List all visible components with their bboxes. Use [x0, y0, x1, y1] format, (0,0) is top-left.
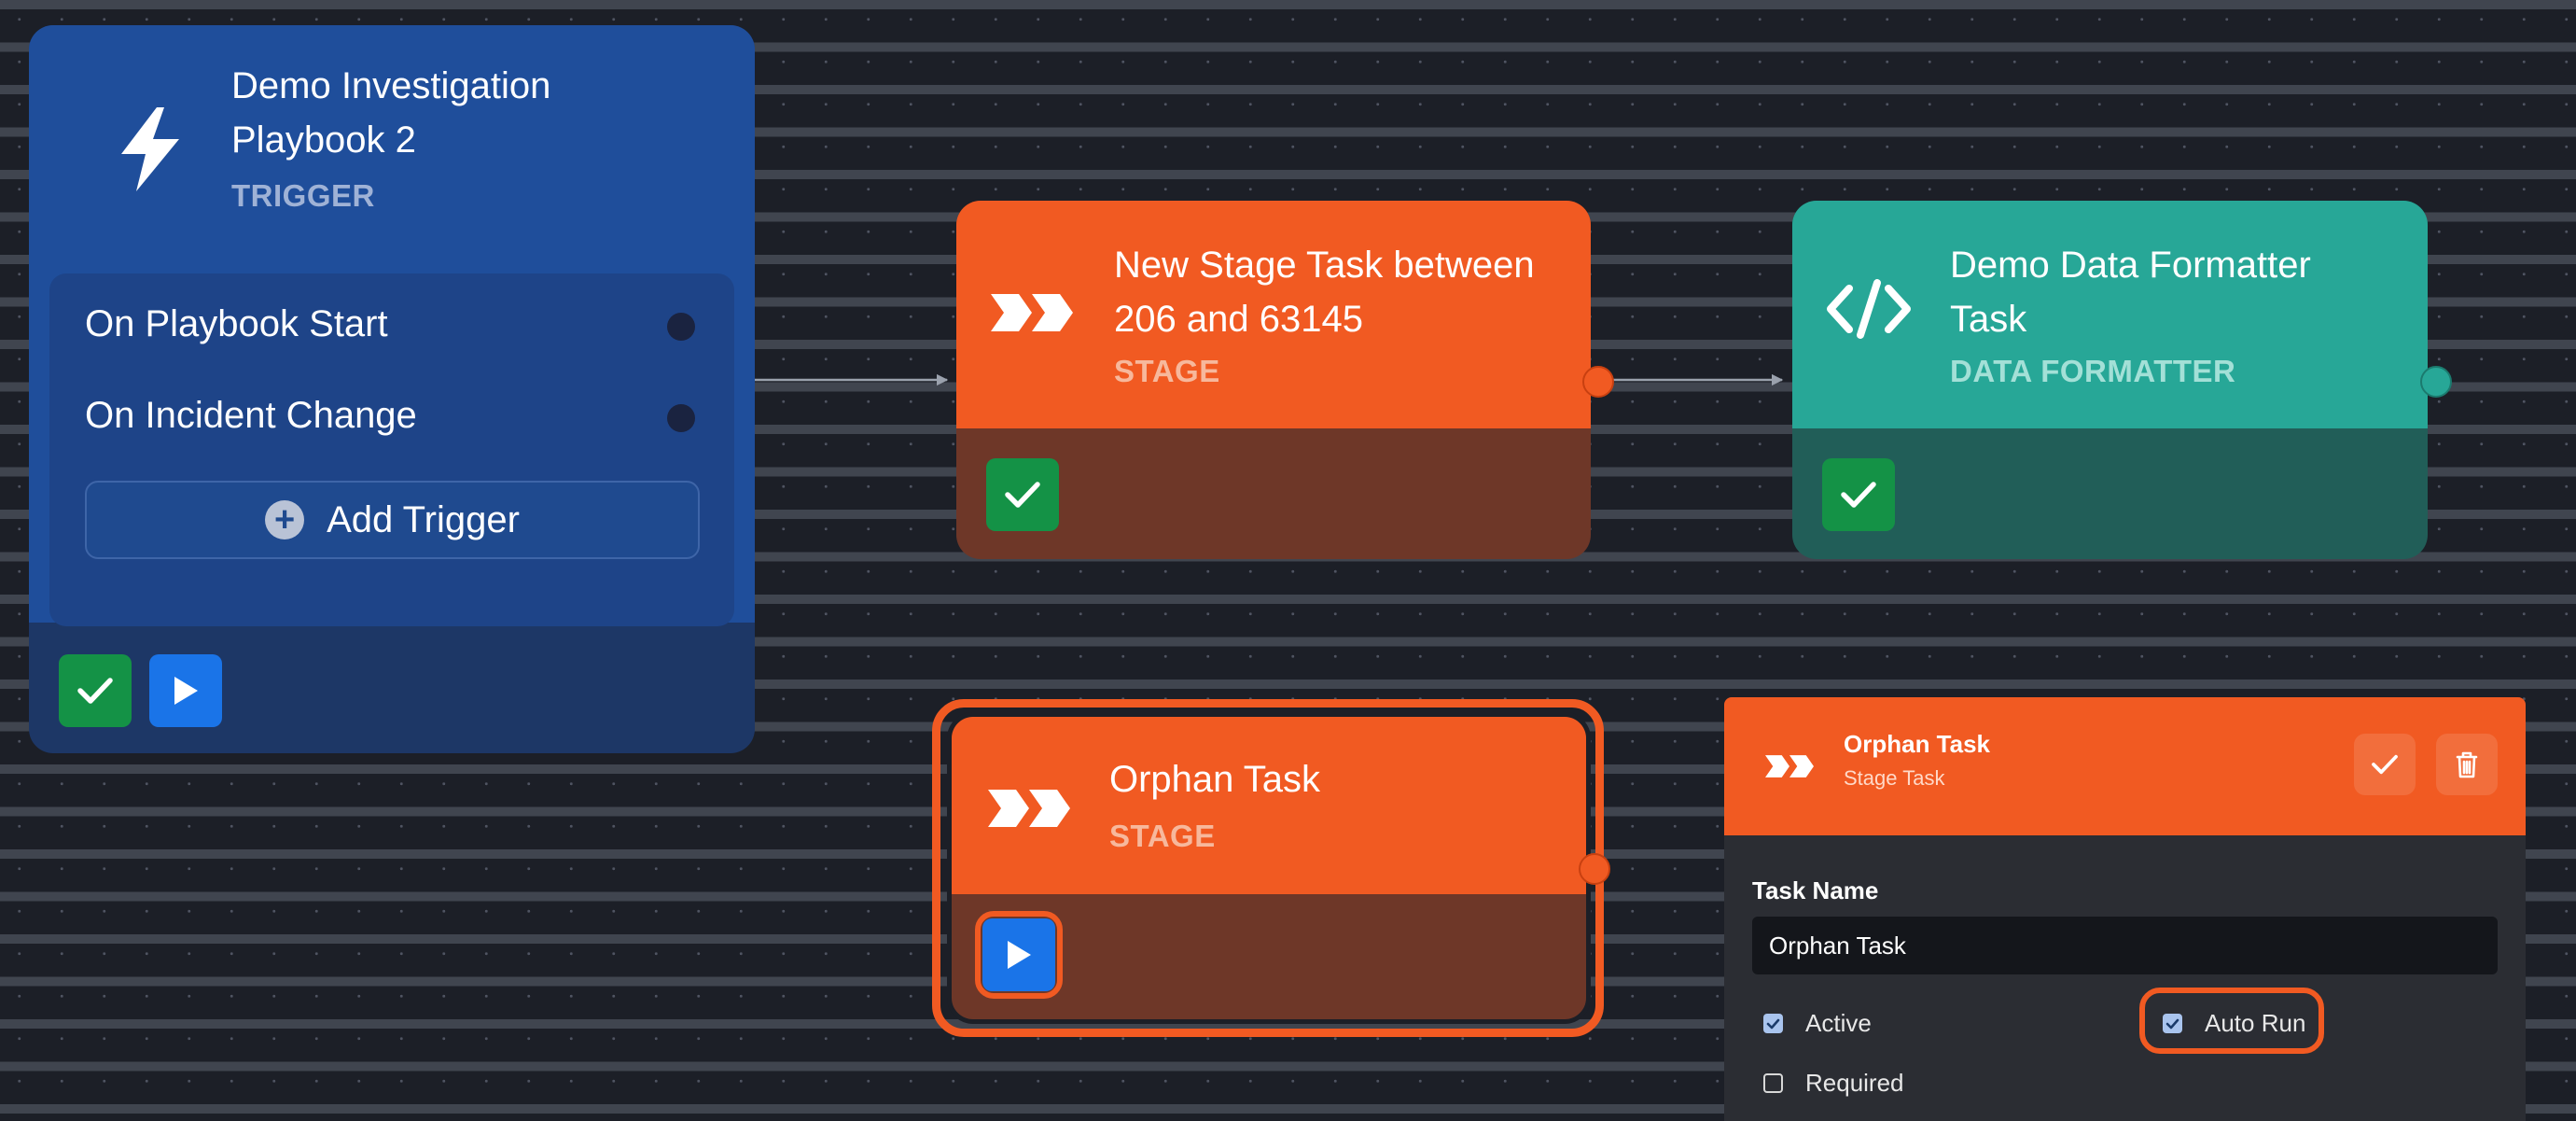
run-task-button[interactable]	[982, 918, 1055, 991]
validated-check-button[interactable]	[59, 654, 132, 727]
data-formatter-type: DATA FORMATTER	[1950, 354, 2236, 388]
play-icon	[1008, 941, 1031, 969]
auto-run-focus-ring	[2139, 988, 2324, 1054]
trigger-list: On Playbook Start On Incident Change + A…	[49, 273, 734, 626]
trigger-node[interactable]: Demo Investigation Playbook 2 TRIGGER On…	[29, 25, 755, 753]
stage-task-type: STAGE	[1114, 354, 1220, 388]
add-trigger-button[interactable]: + Add Trigger	[85, 481, 700, 559]
stage-task-title: New Stage Task between 206 and 63145	[1114, 245, 1535, 340]
trigger-output-handle[interactable]	[667, 404, 695, 432]
task-name-input[interactable]	[1752, 917, 2498, 974]
active-checkbox[interactable]: Active	[1763, 1009, 1872, 1038]
orphan-task-title: Orphan Task	[1109, 759, 1321, 800]
delete-button[interactable]	[2436, 734, 2498, 795]
orphan-task-output-handle[interactable]	[1579, 853, 1610, 885]
add-trigger-label: Add Trigger	[327, 498, 520, 540]
stage-task-output-handle[interactable]	[1582, 366, 1614, 398]
double-chevron-icon	[990, 285, 1074, 341]
data-formatter-output-handle[interactable]	[2420, 366, 2452, 398]
auto-run-checkbox[interactable]: Auto Run	[2163, 1009, 2305, 1038]
trigger-node-type: TRIGGER	[231, 178, 375, 213]
check-icon	[1841, 482, 1876, 508]
trigger-item-on-playbook-start[interactable]: On Playbook Start	[85, 303, 388, 344]
panel-header: Orphan Task Stage Task	[1724, 697, 2526, 835]
validated-check-button[interactable]	[1822, 458, 1895, 531]
active-label: Active	[1805, 1009, 1872, 1037]
orphan-task-node[interactable]: Orphan Task STAGE	[947, 712, 1591, 1024]
data-formatter-title: Demo Data Formatter Task	[1950, 245, 2311, 340]
required-label: Required	[1805, 1069, 1904, 1097]
auto-run-label: Auto Run	[2205, 1009, 2306, 1037]
run-button-focus-ring	[975, 911, 1063, 999]
double-chevron-icon	[1763, 751, 1816, 781]
data-formatter-header: Demo Data Formatter Task DATA FORMATTER	[1792, 201, 2428, 428]
checkbox-checked-icon[interactable]	[1763, 1014, 1783, 1033]
stage-task-header: New Stage Task between 206 and 63145 STA…	[956, 201, 1591, 428]
trigger-node-header: Demo Investigation Playbook 2 TRIGGER On…	[29, 25, 755, 626]
save-button[interactable]	[2354, 734, 2416, 795]
trigger-node-title: Demo Investigation Playbook 2	[231, 65, 551, 161]
orphan-task-header: Orphan Task STAGE	[952, 717, 1586, 894]
trash-icon	[2456, 751, 2478, 778]
check-icon	[2372, 754, 2398, 775]
task-details-panel: Orphan Task Stage Task Task Name Active …	[1724, 697, 2526, 1121]
check-icon	[1005, 482, 1040, 508]
checkbox-unchecked-icon[interactable]	[1763, 1073, 1783, 1093]
panel-title: Orphan Task	[1844, 730, 1991, 758]
panel-subtitle: Stage Task	[1844, 766, 1945, 790]
checkbox-checked-icon[interactable]	[2163, 1014, 2182, 1033]
check-icon	[77, 678, 113, 704]
run-playbook-button[interactable]	[149, 654, 222, 727]
plus-icon: +	[265, 500, 305, 539]
lightning-bolt-icon	[104, 98, 197, 201]
data-formatter-node[interactable]: Demo Data Formatter Task DATA FORMATTER	[1792, 201, 2428, 559]
code-icon	[1824, 272, 1914, 346]
required-checkbox[interactable]: Required	[1763, 1069, 1904, 1098]
trigger-item-on-incident-change[interactable]: On Incident Change	[85, 395, 417, 436]
validated-check-button[interactable]	[986, 458, 1059, 531]
orphan-task-type: STAGE	[1109, 819, 1216, 853]
double-chevron-icon	[987, 780, 1071, 836]
play-icon	[174, 677, 198, 705]
stage-task-node[interactable]: New Stage Task between 206 and 63145 STA…	[956, 201, 1591, 559]
task-name-label: Task Name	[1752, 876, 1879, 904]
trigger-output-handle[interactable]	[667, 313, 695, 341]
